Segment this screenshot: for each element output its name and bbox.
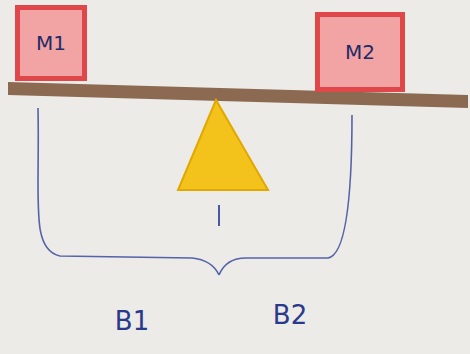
mass-box: M1 — [15, 5, 87, 81]
mass-label: M2 — [345, 40, 375, 64]
mass-label: M1 — [36, 31, 66, 55]
arm-length-label: B1 — [115, 306, 149, 336]
arm-length-label: B2 — [273, 300, 307, 330]
mass-box: M2 — [315, 12, 405, 92]
center-tick — [218, 205, 220, 226]
fulcrum-triangle — [178, 100, 268, 190]
right-brace — [219, 115, 352, 275]
left-brace — [38, 108, 219, 275]
